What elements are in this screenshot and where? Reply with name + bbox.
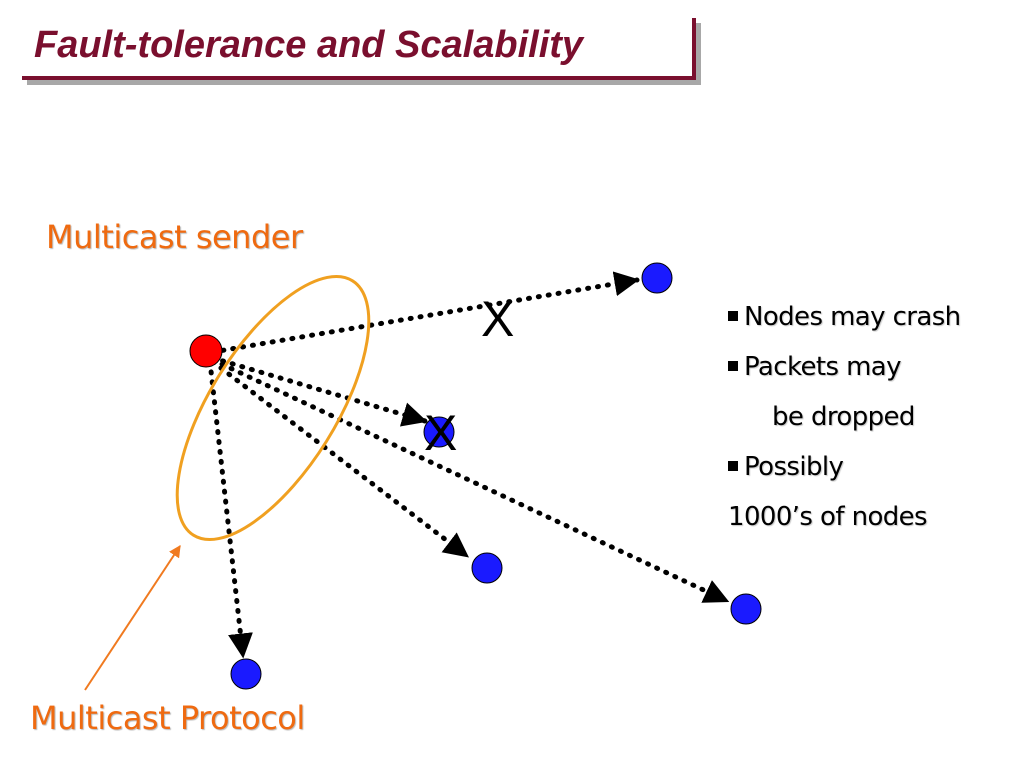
receiver-node	[230, 658, 262, 690]
multicast-protocol-label: Multicast Protocol	[30, 699, 305, 737]
message-path-far-right-node	[210, 357, 730, 604]
bullet-list: Nodes may crash Packets may be dropped P…	[728, 292, 961, 542]
multicast-sender-label: Multicast sender	[46, 218, 303, 256]
receiver-node	[730, 593, 762, 625]
receiver-node	[423, 416, 455, 448]
bullet-square-icon	[728, 311, 738, 321]
bullet-square-icon	[728, 361, 738, 371]
message-path-middle-node	[210, 355, 428, 427]
bullet-continuation: 1000’s of nodes	[728, 502, 928, 532]
message-path-bottom-node	[207, 359, 253, 659]
slide-title: Fault-tolerance and Scalability	[34, 24, 584, 66]
bullet-item: Packets may	[728, 342, 961, 392]
message-path-lower-middle-node	[210, 359, 470, 559]
receiver-node	[641, 262, 673, 294]
bullet-continuation: be dropped	[772, 402, 915, 432]
multicast-protocol-ellipse	[175, 274, 371, 542]
sender-node	[189, 334, 223, 368]
failure-mark-node: X	[424, 405, 457, 461]
bullet-square-icon	[728, 461, 738, 471]
message-path-top-right	[210, 271, 640, 355]
title-box: Fault-tolerance and Scalability	[22, 18, 696, 80]
receiver-node	[471, 552, 503, 584]
bullet-item: Nodes may crash	[728, 292, 961, 342]
failure-mark-top: X	[481, 291, 514, 347]
bullet-item: Possibly	[728, 442, 961, 492]
protocol-pointer-arrow	[84, 544, 181, 691]
